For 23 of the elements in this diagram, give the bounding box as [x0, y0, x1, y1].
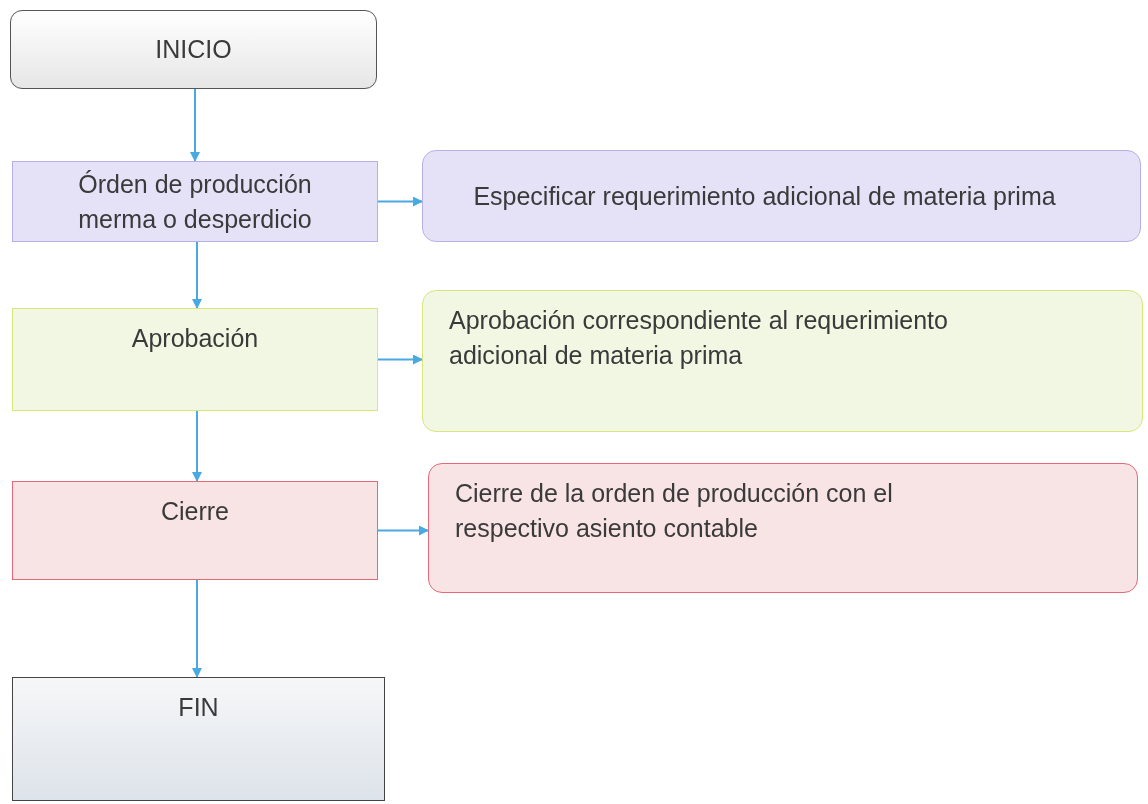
- node-text: FIN: [177, 692, 220, 723]
- terminal-box: [10, 10, 377, 89]
- arrow: [192, 410, 202, 482]
- arrow: [192, 241, 202, 309]
- description-box: [422, 290, 1143, 432]
- node-text: INICIO: [154, 34, 233, 65]
- process-box: [12, 481, 378, 580]
- node-text: Especificar requerimiento adicional de materia prima: [472, 180, 1057, 212]
- process-box: [12, 161, 378, 242]
- node-text: Cierre de la orden de producción con el respectivo asiento contable: [455, 478, 894, 544]
- arrow: [377, 196, 423, 207]
- node-text: Cierre: [159, 496, 231, 527]
- arrow: [192, 579, 202, 678]
- node-text: Aprobación: [130, 323, 260, 354]
- arrow: [377, 354, 423, 365]
- process-box: [12, 308, 378, 411]
- arrow: [377, 525, 429, 536]
- description-box: [428, 463, 1138, 593]
- terminal-box: [12, 677, 385, 801]
- node-text: Aprobación correspondiente al requerimiento adicional de materia prima: [449, 305, 949, 371]
- arrow: [190, 88, 200, 162]
- description-box: [422, 150, 1141, 242]
- node-text: Órden de producción merma o desperdicio: [77, 168, 313, 235]
